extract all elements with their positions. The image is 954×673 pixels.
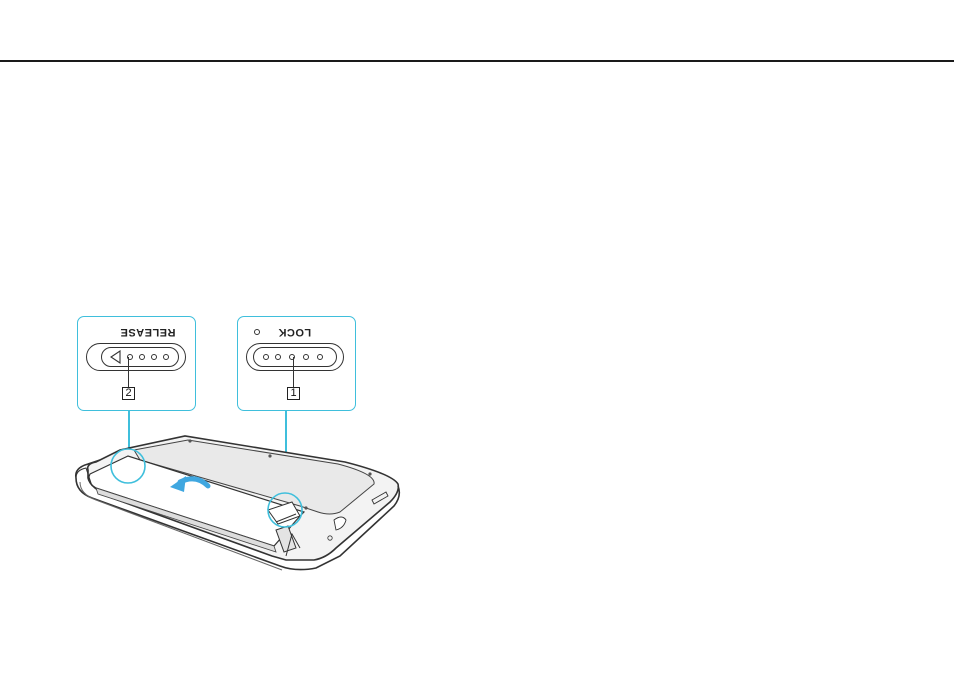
battery-release-figure: RELEASE 2 LOCK 1 [0,0,954,673]
laptop-underside-illustration [0,0,954,673]
